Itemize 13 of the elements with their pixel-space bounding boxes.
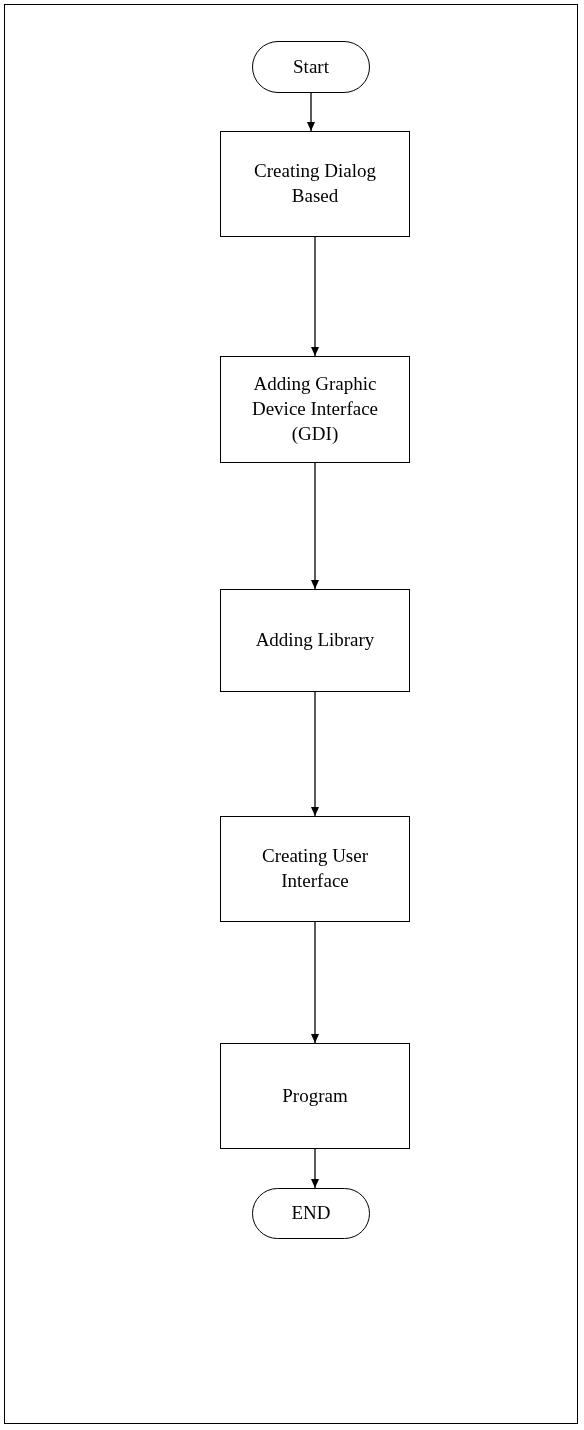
arrow bbox=[311, 921, 319, 1044]
process-box: Adding Graphic Device Interface (GDI) bbox=[220, 356, 410, 463]
arrow bbox=[311, 236, 319, 357]
arrow bbox=[311, 1148, 319, 1189]
arrow bbox=[311, 462, 319, 590]
process-box: Adding Library bbox=[220, 589, 410, 692]
process-box: Creating User Interface bbox=[220, 816, 410, 922]
process-box: Creating Dialog Based bbox=[220, 131, 410, 237]
terminal-shape: END bbox=[252, 1188, 370, 1239]
terminal-shape: Start bbox=[252, 41, 370, 93]
arrow bbox=[311, 691, 319, 817]
arrow bbox=[307, 92, 315, 132]
process-box: Program bbox=[220, 1043, 410, 1149]
